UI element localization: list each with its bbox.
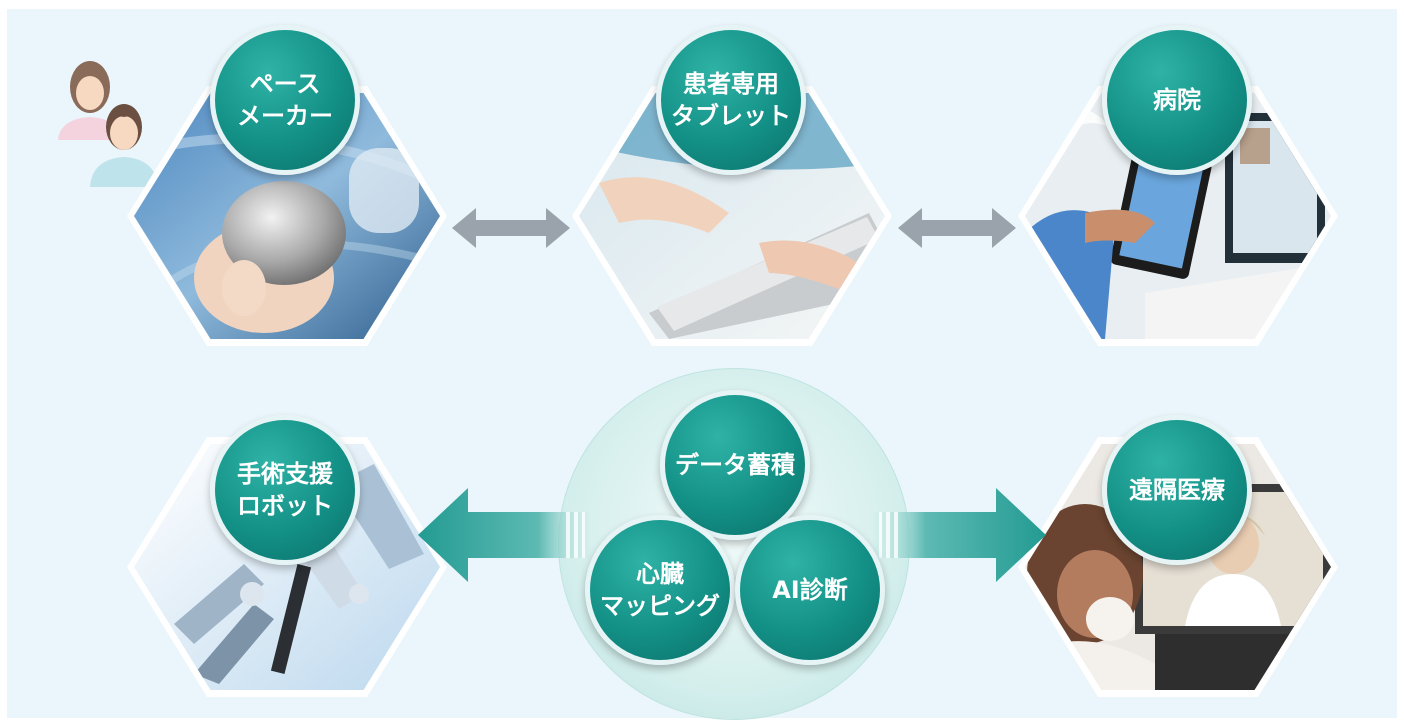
- tablet-image: [579, 93, 885, 339]
- hospital-image: [1025, 93, 1331, 339]
- tablet-label-line1: 患者専用: [683, 70, 779, 98]
- patient-avatars-icon: [52, 55, 162, 195]
- robot-label-line2: ロボット: [237, 492, 333, 520]
- ai-diagnosis-badge: AI診断: [735, 515, 885, 665]
- tablet-badge: 患者専用 タブレット: [656, 25, 806, 175]
- hospital-node: [1018, 86, 1338, 346]
- robot-label-line1: 手術支援: [237, 460, 333, 488]
- ai-diagnosis-label: AI診断: [772, 576, 848, 604]
- pacemaker-label-line1: ペース: [249, 70, 321, 98]
- telemedicine-badge: 遠隔医療: [1102, 415, 1252, 565]
- tablet-node: [572, 86, 892, 346]
- telemedicine-label-line1: 遠隔医療: [1129, 476, 1225, 504]
- left-arrow-icon: [418, 480, 590, 590]
- data-accumulation-badge: データ蓄積: [660, 390, 810, 540]
- double-arrow-icon: [898, 206, 1016, 250]
- hospital-label-line1: 病院: [1153, 86, 1201, 114]
- robot-badge: 手術支援 ロボット: [210, 415, 360, 565]
- cardiac-mapping-label-line1: 心臓: [636, 560, 684, 588]
- double-arrow-icon: [452, 206, 570, 250]
- tablet-label-line2: タブレット: [671, 102, 791, 130]
- cardiac-mapping-badge: 心臓 マッピング: [585, 515, 735, 665]
- pacemaker-image: [134, 93, 440, 339]
- pacemaker-badge: ペース メーカー: [210, 25, 360, 175]
- right-arrow-icon: [874, 480, 1046, 590]
- data-accumulation-label: データ蓄積: [675, 451, 795, 479]
- cardiac-mapping-label-line2: マッピング: [600, 592, 720, 620]
- hospital-badge: 病院: [1102, 25, 1252, 175]
- pacemaker-label-line2: メーカー: [237, 102, 333, 130]
